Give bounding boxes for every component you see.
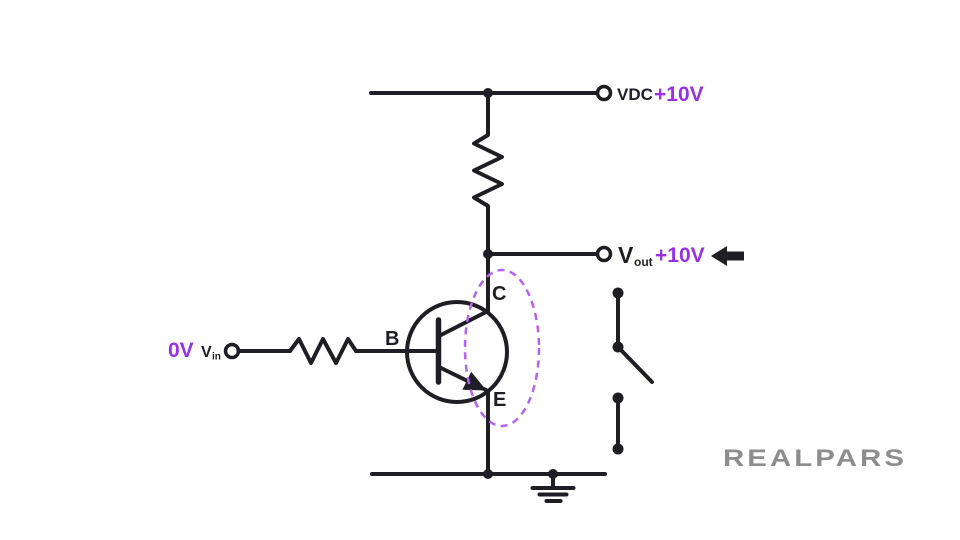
vout-terminal-circle (595, 245, 613, 263)
npn-transistor: B C E (385, 283, 509, 411)
ground-rail (370, 469, 607, 503)
emitter-arrowhead (462, 371, 487, 391)
left-arrow-icon (711, 246, 744, 266)
vdc-label: VDC (617, 85, 653, 104)
switch-lever (616, 345, 654, 384)
vin-label-subscript: in (212, 352, 221, 363)
vout-voltage-value: +10V (655, 244, 705, 267)
realpars-logo: REALPARS (723, 445, 907, 472)
vin-label: V (201, 344, 212, 361)
emitter-junction-dot (483, 469, 493, 479)
open-switch-symbol (612, 287, 654, 455)
output-node: V out +10V (483, 242, 744, 269)
base-label: B (385, 328, 399, 350)
vout-label: V (618, 242, 634, 268)
switch-bottom-dot (612, 443, 624, 455)
ground-symbol-icon (530, 472, 576, 503)
vout-label-subscript: out (634, 255, 653, 269)
collector-lead (437, 309, 490, 338)
collector-resistor (472, 91, 504, 256)
vin-voltage-value: 0V (168, 339, 194, 362)
collector-label: C (492, 283, 506, 305)
ce-highlight-ellipse (463, 268, 541, 428)
vdc-terminal-circle (595, 84, 613, 102)
base-resistor (288, 337, 358, 365)
input-node: 0V V in (168, 337, 440, 365)
power-rail: VDC +10V (369, 83, 704, 106)
emitter-label: E (493, 389, 506, 411)
transistor-body-circle (405, 300, 509, 404)
vdc-voltage-value: +10V (654, 83, 704, 106)
